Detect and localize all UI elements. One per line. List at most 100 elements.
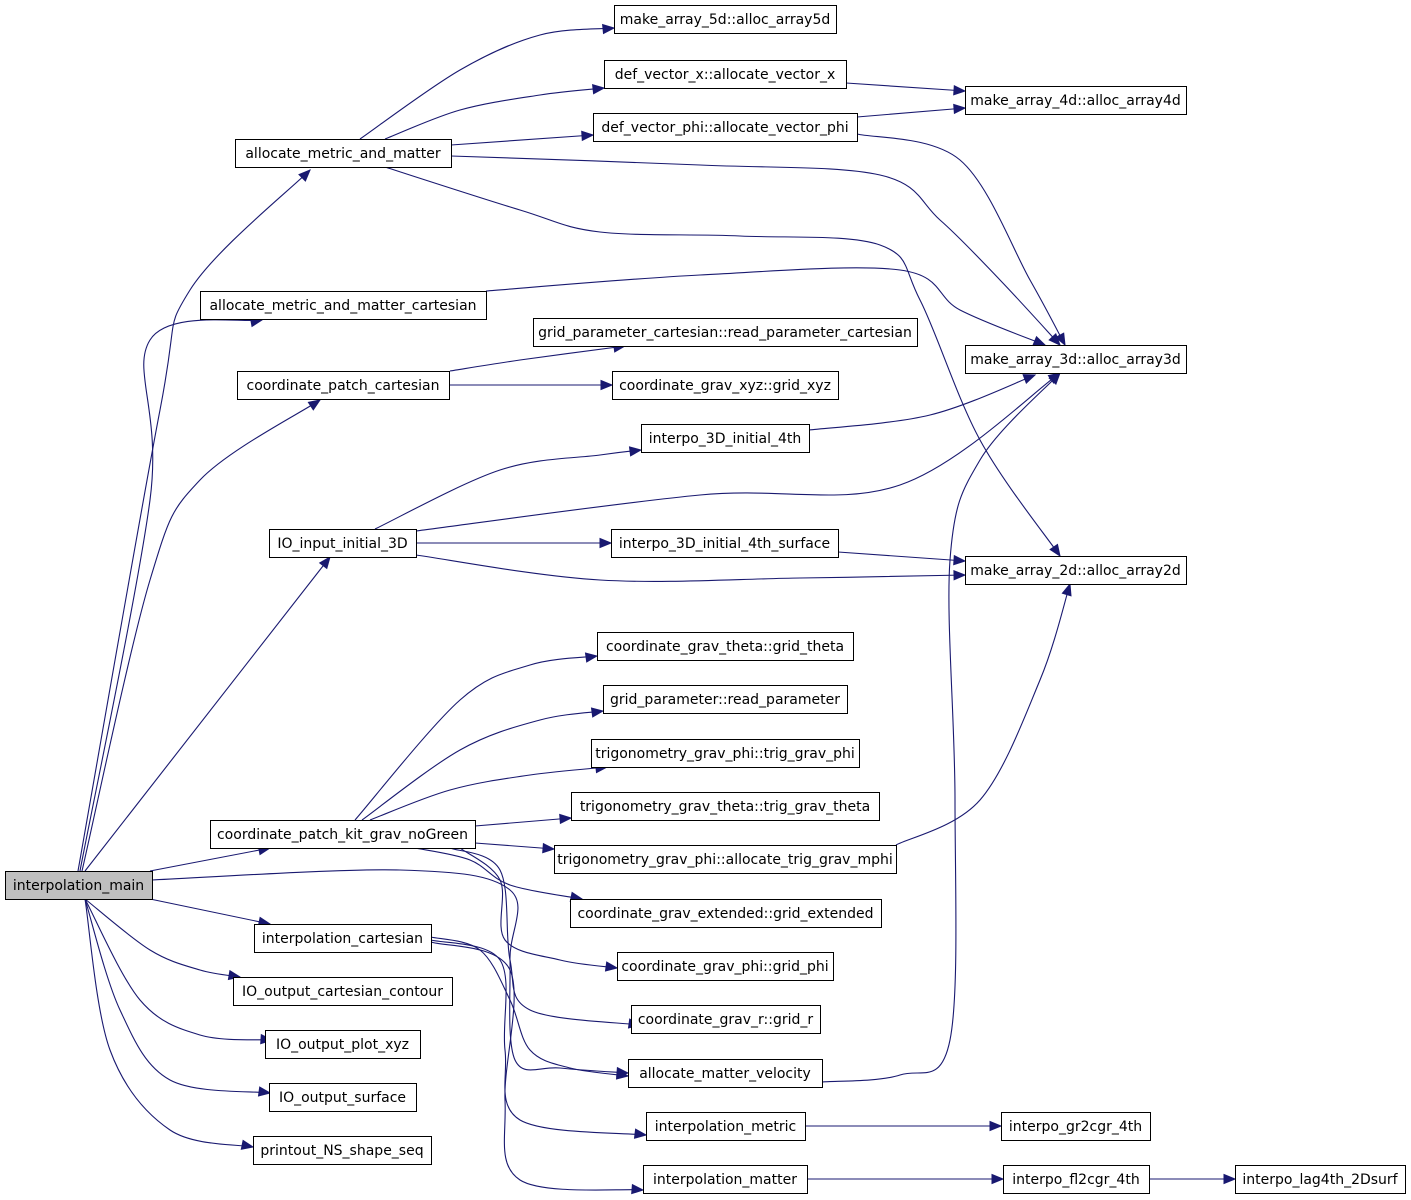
- edge-arrowhead: [559, 813, 573, 825]
- node-printout-ns-shape-seq[interactable]: printout_NS_shape_seq: [253, 1136, 432, 1165]
- node-label: coordinate_grav_r::grid_r: [638, 1012, 814, 1028]
- edge-line: [384, 166, 1061, 557]
- edge-arrowhead: [599, 537, 613, 549]
- node-def-vector-phi-allocate-vector-phi[interactable]: def_vector_phi::allocate_vector_phi: [593, 113, 858, 142]
- node-label: make_array_3d::alloc_array3d: [970, 352, 1181, 368]
- node-interpo-3d-initial-4th[interactable]: interpo_3D_initial_4th: [641, 424, 810, 453]
- edge-arrowhead: [991, 1173, 1005, 1185]
- node-make-array-2d-alloc-array2d[interactable]: make_array_2d::alloc_array2d: [965, 556, 1187, 585]
- edge-line: [450, 134, 594, 146]
- node-interpolation-matter[interactable]: interpolation_matter: [643, 1165, 808, 1194]
- edge-arrowhead: [298, 169, 311, 182]
- node-box: [570, 899, 882, 928]
- node-interpo-fl2cgr-4th[interactable]: interpo_fl2cgr_4th: [1003, 1165, 1150, 1194]
- node-box: [1003, 1165, 1150, 1194]
- node-grid-parameter-cartesian-read-parameter-cartesian[interactable]: grid_parameter_cartesian::read_parameter…: [533, 318, 918, 347]
- node-interpo-lag4th-2dsurf[interactable]: interpo_lag4th_2Dsurf: [1235, 1165, 1406, 1194]
- node-coordinate-patch-cartesian[interactable]: coordinate_patch_cartesian: [237, 371, 450, 400]
- node-trigonometry-grav-phi-allocate-trig-grav-mphi[interactable]: trigonometry_grav_phi::allocate_trig_gra…: [554, 845, 897, 874]
- edge-arrowhead: [953, 103, 967, 115]
- node-coordinate-grav-r-grid-r[interactable]: coordinate_grav_r::grid_r: [631, 1005, 821, 1034]
- edge-arrowhead: [257, 1086, 272, 1097]
- node-allocate-matter-velocity[interactable]: allocate_matter_velocity: [628, 1059, 823, 1088]
- node-io-output-plot-xyz[interactable]: IO_output_plot_xyz: [265, 1030, 421, 1059]
- edge-line: [449, 345, 626, 372]
- node-interpolation-metric[interactable]: interpolation_metric: [646, 1112, 806, 1141]
- node-box: [591, 739, 860, 768]
- node-io-output-cartesian-contour[interactable]: IO_output_cartesian_contour: [233, 977, 453, 1006]
- edge-coordinate_patch_cartesian-to-coordinate_grav_xyz_grid_xyz: [449, 379, 614, 391]
- node-label: allocate_metric_and_matter_cartesian: [209, 298, 476, 314]
- node-interpolation-main[interactable]: interpolation_main: [5, 871, 153, 900]
- edge-arrowhead: [953, 85, 967, 96]
- edge-allocate_metric_and_matter-to-make_array_2d_alloc_array2d: [384, 166, 1061, 558]
- node-coordinate-grav-xyz-grid-xyz[interactable]: coordinate_grav_xyz::grid_xyz: [612, 371, 839, 400]
- node-grid-parameter-read-parameter[interactable]: grid_parameter::read_parameter: [603, 685, 848, 714]
- edge-allocate_matter_velocity-to-make_array_3d_alloc_array3d: [821, 372, 1061, 1083]
- edge-arrowhead: [307, 399, 322, 411]
- edge-interpolation_main-to-printout_NS_shape_seq: [84, 898, 255, 1150]
- edge-line: [84, 898, 241, 978]
- edge-arrowhead: [604, 961, 619, 972]
- node-interpolation-cartesian[interactable]: interpolation_cartesian: [254, 924, 432, 953]
- edge-line: [450, 155, 1061, 346]
- edge-arrowhead: [584, 652, 599, 663]
- edge-IO_input_initial_3D-to-interpo_3D_initial_4th: [374, 446, 643, 530]
- node-coordinate-grav-phi-grid-phi[interactable]: coordinate_grav_phi::grid_phi: [617, 952, 834, 981]
- node-interpo-gr2cgr-4th[interactable]: interpo_gr2cgr_4th: [1001, 1112, 1151, 1141]
- node-label: interpolation_matter: [653, 1172, 797, 1188]
- edge-line: [415, 554, 966, 582]
- edge-def_vector_x_allocate_vector_x-to-make_array_4d_alloc_array4d: [845, 82, 967, 96]
- edge-interpolation_matter-to-interpo_fl2cgr_4th: [807, 1173, 1005, 1185]
- edge-line: [837, 551, 966, 562]
- node-box: [641, 424, 810, 453]
- node-label: IO_output_cartesian_contour: [242, 984, 443, 1000]
- node-label: IO_output_surface: [279, 1090, 406, 1106]
- edge-def_vector_phi_allocate_vector_phi-to-make_array_3d_alloc_array3d: [856, 133, 1066, 347]
- node-box: [965, 556, 1187, 585]
- edge-line: [485, 267, 1046, 346]
- edge-line: [374, 449, 642, 530]
- edge-line: [845, 82, 966, 92]
- node-io-input-initial-3d[interactable]: IO_input_initial_3D: [269, 529, 417, 558]
- node-make-array-5d-alloc-array5d[interactable]: make_array_5d::alloc_array5d: [614, 5, 837, 34]
- node-coordinate-grav-extended-grid-extended[interactable]: coordinate_grav_extended::grid_extended: [570, 899, 882, 928]
- node-io-output-surface[interactable]: IO_output_surface: [269, 1083, 417, 1112]
- node-def-vector-x-allocate-vector-x[interactable]: def_vector_x::allocate_vector_x: [604, 60, 847, 89]
- node-coordinate-patch-kit-grav-nogreen[interactable]: coordinate_patch_kit_grav_noGreen: [210, 820, 476, 849]
- edge-interpo_3D_initial_4th_surface-to-make_array_2d_alloc_array2d: [837, 551, 967, 566]
- edge-line: [895, 583, 1071, 846]
- edge-line: [79, 319, 263, 872]
- edge-interpolation_main-to-IO_output_cartesian_contour: [84, 898, 242, 981]
- node-box: [965, 345, 1187, 374]
- node-make-array-4d-alloc-array4d[interactable]: make_array_4d::alloc_array4d: [965, 86, 1187, 115]
- node-layer: interpolation_main allocate_metric_and_ma…: [5, 5, 1406, 1194]
- edge-arrowhead: [602, 23, 616, 35]
- node-interpo-3d-initial-4th-surface[interactable]: interpo_3D_initial_4th_surface: [611, 529, 839, 558]
- node-allocate-metric-and-matter-cartesian[interactable]: allocate_metric_and_matter_cartesian: [200, 291, 487, 320]
- node-box: [254, 924, 432, 953]
- node-label: trigonometry_grav_phi::trig_grav_phi: [595, 746, 855, 762]
- node-label: IO_output_plot_xyz: [276, 1037, 409, 1053]
- edge-def_vector_phi_allocate_vector_phi-to-make_array_4d_alloc_array4d: [856, 103, 967, 118]
- node-trigonometry-grav-phi-trig-grav-phi[interactable]: trigonometry_grav_phi::trig_grav_phi: [591, 739, 860, 768]
- node-trigonometry-grav-theta-trig-grav-theta[interactable]: trigonometry_grav_theta::trig_grav_theta: [571, 792, 880, 821]
- node-box: [554, 845, 897, 874]
- edge-arrowhead: [581, 130, 595, 142]
- node-box: [265, 1030, 421, 1059]
- edge-arrowhead: [953, 569, 967, 581]
- edge-arrowhead: [590, 707, 605, 718]
- node-box: [1235, 1165, 1406, 1194]
- node-box: [617, 952, 834, 981]
- edge-arrowhead: [240, 1139, 255, 1150]
- edge-arrowhead: [1054, 332, 1066, 347]
- edge-line: [430, 939, 647, 1136]
- edge-line: [808, 374, 1036, 431]
- node-coordinate-grav-theta-grid-theta[interactable]: coordinate_grav_theta::grid_theta: [597, 632, 854, 661]
- node-allocate-metric-and-matter[interactable]: allocate_metric_and_matter: [235, 139, 452, 168]
- node-label: grid_parameter_cartesian::read_parameter…: [538, 325, 912, 341]
- edge-line: [81, 399, 321, 872]
- edge-interpolation_main-to-allocate_metric_and_matter: [77, 169, 311, 872]
- node-box: [593, 113, 858, 142]
- node-make-array-3d-alloc-array3d[interactable]: make_array_3d::alloc_array3d: [965, 345, 1187, 374]
